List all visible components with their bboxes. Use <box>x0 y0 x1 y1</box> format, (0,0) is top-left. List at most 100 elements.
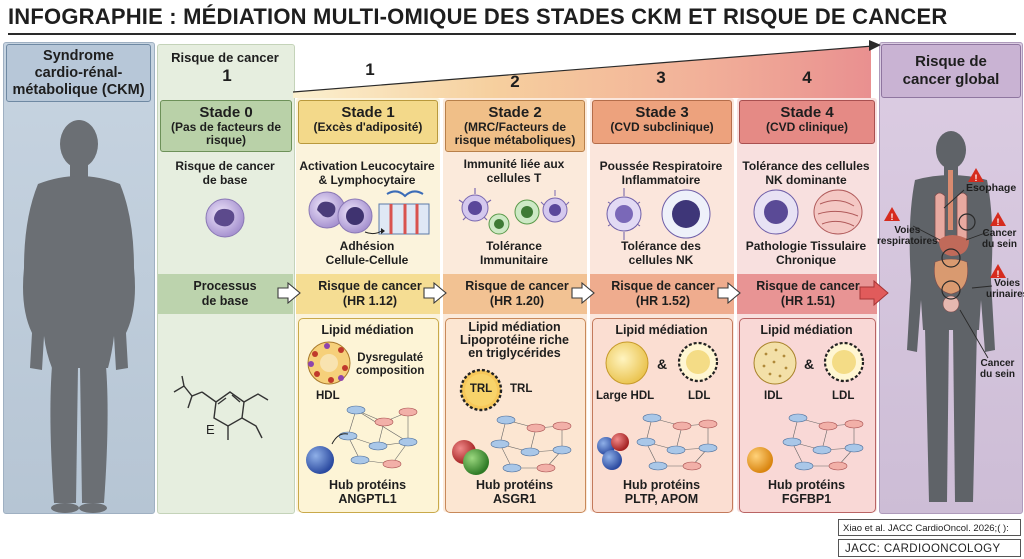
stage0-process-line-1: Processus <box>193 279 257 293</box>
stage2-name: Stade 2 <box>488 104 542 121</box>
svg-text:!: ! <box>975 173 978 183</box>
trl-particle-icon <box>459 368 503 412</box>
stage4-protein-network <box>747 413 864 473</box>
stage2-mech-line-1: Immunité liée aux <box>463 157 565 171</box>
stage1-hdl-label: HDL <box>316 390 340 402</box>
nk-cell-icon <box>606 188 711 240</box>
risk-number-stage2: 2 <box>510 72 520 91</box>
stage4-idl-label: IDL <box>764 390 783 402</box>
organ-label-sein1-line-2: du sein <box>982 239 1018 250</box>
organ-label-sein2-line-1: Cancer <box>980 358 1015 369</box>
stage3-large-hdl-label: Large HDL <box>596 390 655 402</box>
stage2-risk-line-1: Risque de cancer <box>465 279 569 293</box>
stage3-mechanism-2: Tolérance des cellules NK <box>592 239 730 267</box>
stage4-header: Stade 4 (CVD clinique) <box>739 100 875 144</box>
stage2-hub-proteins: Hub protéins ASGR1 <box>445 478 584 506</box>
organ-label-voies-resp-line-1: Voies <box>894 225 921 236</box>
stage3-risk-line-2: (HR 1.52) <box>635 294 691 308</box>
risk-number-stage0: 1 <box>222 66 232 85</box>
stage4-name: Stade 4 <box>780 104 834 121</box>
stage2-lipid-title-line-1: Lipid médiation <box>468 320 561 334</box>
ckm-label-line-3: métabolique (CKM) <box>12 81 145 98</box>
stage2-desc-line-2: risque métaboliques) <box>454 133 576 147</box>
stage2-hub-line-1: Hub protéins <box>475 478 554 492</box>
organ-label-cancer-sein-2: Cancer du sein <box>980 358 1015 380</box>
stage4-mechanism: Tolérance des cellules NK dominante <box>739 159 873 187</box>
stage1-risk-line-1: Risque de cancer <box>318 279 422 293</box>
stage2-protein-network <box>452 415 572 475</box>
stage1-risk-band <box>296 274 440 314</box>
hdl-particle-icon <box>307 341 351 385</box>
stage3-ldl-label: LDL <box>688 390 711 402</box>
large-hdl-particle-icon <box>605 341 649 385</box>
stage3-hub-proteins: Hub protéins PLTP, APOM <box>592 478 731 506</box>
stage4-ampersand: & <box>804 356 815 372</box>
stage2-mech2-line-1: Tolérance <box>486 239 542 253</box>
stage2-lipid-box <box>445 318 586 513</box>
stage4-hub-line-1: Hub protéins <box>767 478 846 492</box>
stage1-mechanism-2: Adhésion Cellule-Cellule <box>298 239 436 267</box>
stage1-mech-line-1: Activation Leucocytaire <box>299 159 435 173</box>
organ-label-sein2-line-2: du sein <box>980 369 1016 380</box>
stage4-ldl-label: LDL <box>832 390 855 402</box>
organ-label-urin-line-1: Voies <box>994 278 1021 289</box>
stage1-lipid-text: Dysregulaté composition <box>356 352 424 378</box>
stage1-risk-line-2: (HR 1.12) <box>342 294 398 308</box>
stage4-lipid-title: Lipid médiation <box>760 323 853 337</box>
stage3-ampersand: & <box>657 356 668 372</box>
stage1-hub-line-1: Hub protéins <box>328 478 407 492</box>
organ-leader-lines: !!!! <box>884 168 1006 359</box>
stage3-mechanism: Poussée Respiratoire Inflammatoire <box>592 159 730 187</box>
risk-number-stage1: 1 <box>365 60 375 79</box>
stage0-desc-line-1: (Pas de facteurs de <box>170 120 282 134</box>
stage3-desc-line-1: (CVD subclinique) <box>610 120 714 134</box>
journal-name: JACC: CARDIOONCOLOGY <box>838 539 1021 557</box>
ldl-particle-icon <box>677 341 719 383</box>
stage1-header: Stade 1 (Excès d'adiposité) <box>298 100 438 144</box>
svg-text:E: E <box>206 422 215 437</box>
stage3-risk: Risque de cancer (HR 1.52) <box>602 279 724 309</box>
stage2-mechanism: Immunité liée aux cellules T <box>445 157 583 185</box>
stage2-hub-line-2: ASGR1 <box>492 492 537 506</box>
stage2-mech2-line-2: Immunitaire <box>479 252 548 267</box>
stage1-lipid-title: Lipid médiation <box>321 323 414 337</box>
stage2-header: Stade 2 (MRC/Facteurs de risque métaboli… <box>445 100 585 152</box>
citation: Xiao et al. JACC CardioOncol. 2026;( ): <box>838 519 1021 536</box>
stage3-header: Stade 3 (CVD subclinique) <box>592 100 732 144</box>
obese-body-silhouette <box>23 120 135 513</box>
title-rule <box>8 33 1016 35</box>
stage4-mech2-line-1: Pathologie Tissulaire <box>745 239 867 253</box>
stage1-mech-line-2: & Lymphocytaire <box>318 172 416 187</box>
stage3-risk-band <box>590 274 734 314</box>
organ-label-voies-respiratoires: Voies respiratoires <box>877 225 938 247</box>
svg-text:!: ! <box>997 269 1000 279</box>
stage4-risk-band <box>737 274 877 314</box>
stage0-header: Stade 0 (Pas de facteurs de risque) <box>160 100 292 152</box>
svg-text:!: ! <box>997 217 1000 227</box>
infographic-title: INFOGRAPHIE : MÉDIATION MULTI-OMIQUE DES… <box>8 4 948 29</box>
organ-label-urin-line-2: urinaires <box>986 289 1024 300</box>
stage2-trl-label: TRL <box>510 383 533 395</box>
stage3-lipid-title: Lipid médiation <box>615 323 708 337</box>
ckm-header: Syndrome cardio-rénal- métabolique (CKM) <box>6 44 151 102</box>
stage4-mech-line-2: NK dominante <box>765 172 847 187</box>
stage3-mech-line-2: Inflammatoire <box>621 172 701 187</box>
stage1-name: Stade 1 <box>341 104 395 121</box>
stage3-name: Stade 3 <box>635 104 689 121</box>
stage0-process: Processus de base <box>160 279 290 309</box>
stage0-name: Stade 0 <box>199 104 253 121</box>
stage3-mech2-line-1: Tolérance des <box>621 239 701 253</box>
stage3-hub-line-2: PLTP, APOM <box>624 492 699 506</box>
stage2-lipid-title-line-3: en triglycérides <box>468 346 561 360</box>
risk-scale-label: Risque de cancer <box>171 50 279 65</box>
stage0-process-line-2: de base <box>201 294 249 308</box>
leukocyte-adhesion-icon <box>308 190 430 235</box>
stage2-mech-line-2: cellules T <box>486 170 542 185</box>
risk-gradient-ramp <box>293 40 881 98</box>
stage3-protein-network <box>597 413 718 471</box>
stage4-mechanism-2: Pathologie Tissulaire Chronique <box>739 239 873 267</box>
stage1-mech2-line-2: Cellule-Cellule <box>325 252 409 267</box>
stage2-lipid-title-line-2: Lipoprotéine riche <box>459 333 570 347</box>
stage4-risk-line-1: Risque de cancer <box>756 279 860 293</box>
stage4-mech-line-1: Tolérance des cellules <box>742 159 870 173</box>
